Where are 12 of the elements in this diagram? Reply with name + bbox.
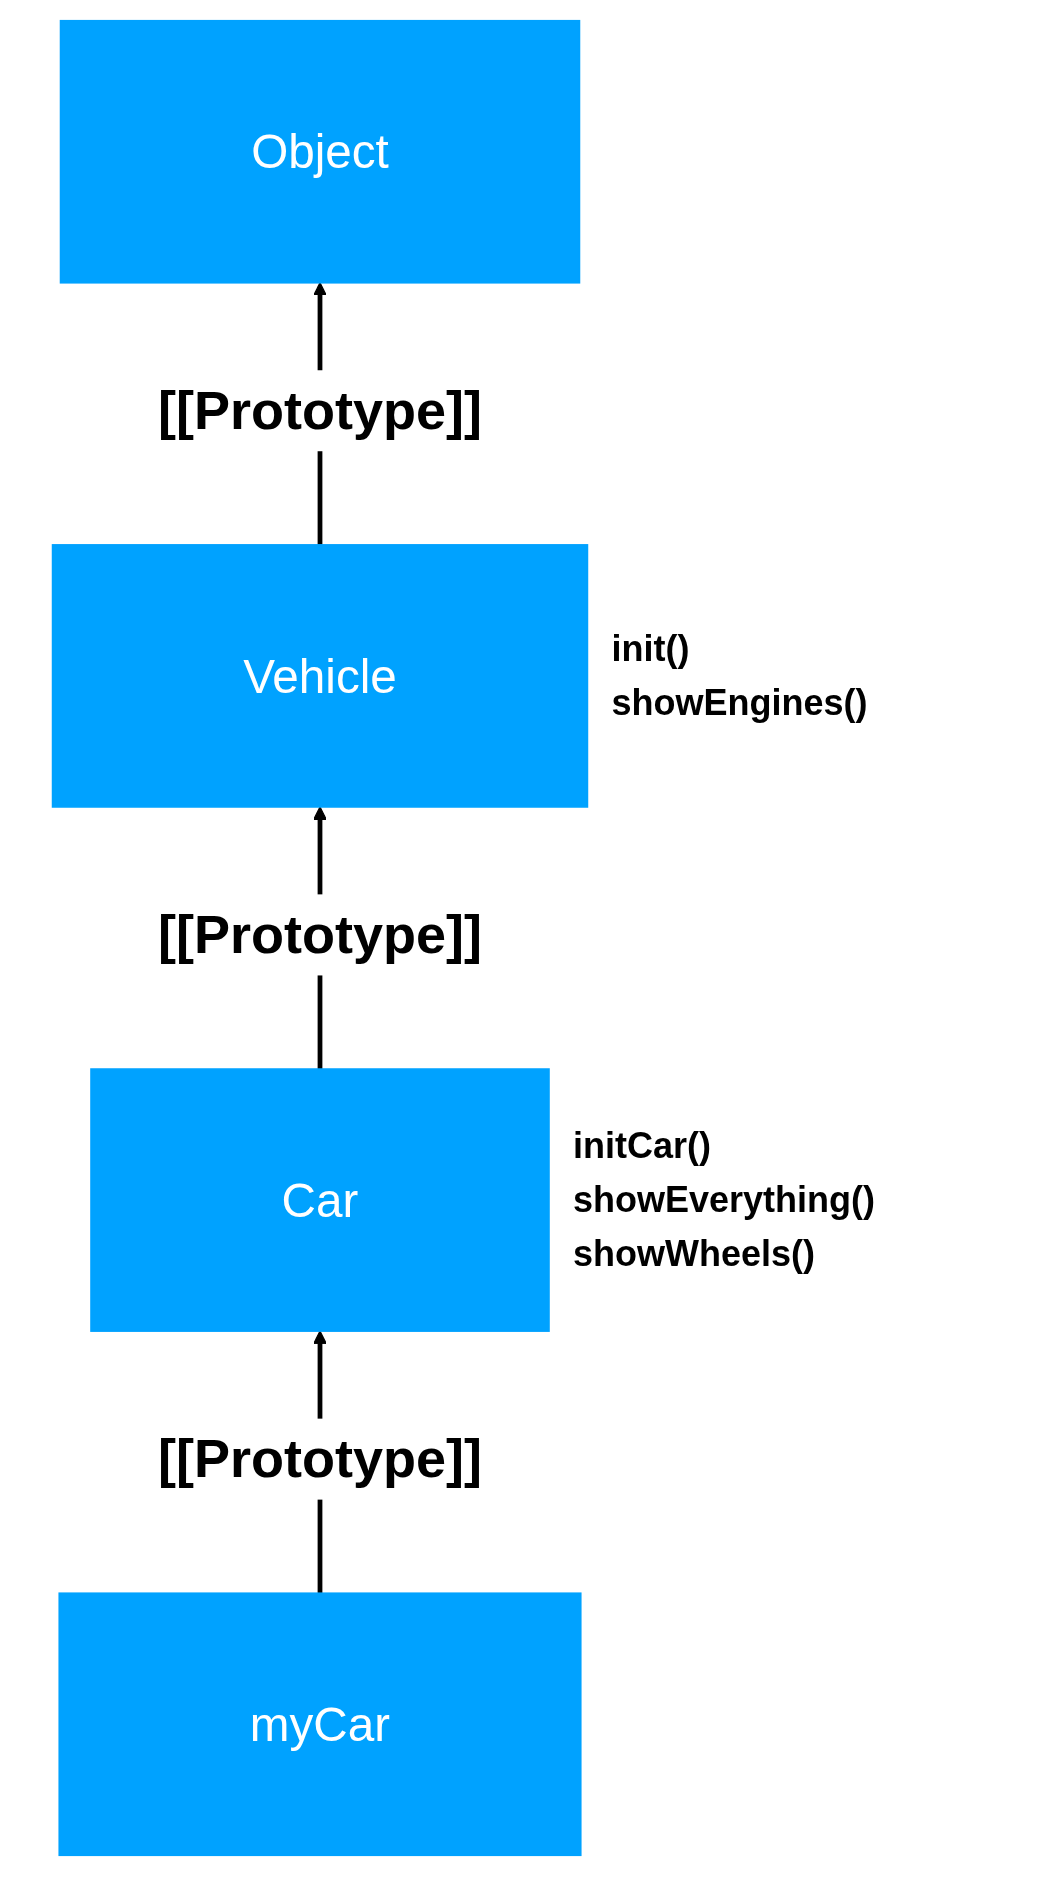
edge-label: [[Prototype]] [158, 1428, 482, 1489]
method-name: showEverything() [573, 1178, 876, 1223]
edge-label: [[Prototype]] [158, 379, 482, 441]
method-name: init() [611, 626, 691, 671]
method-name: showEngines() [611, 680, 868, 725]
node-box: Vehicle [51, 544, 589, 808]
method-name: showWheels() [573, 1232, 816, 1277]
edge-label: [[Prototype]] [158, 903, 482, 965]
node-box: myCar [58, 1592, 582, 1857]
node-box: Object [59, 19, 581, 284]
method-name: initCar() [573, 1124, 712, 1169]
node-box: Car [90, 1068, 550, 1332]
